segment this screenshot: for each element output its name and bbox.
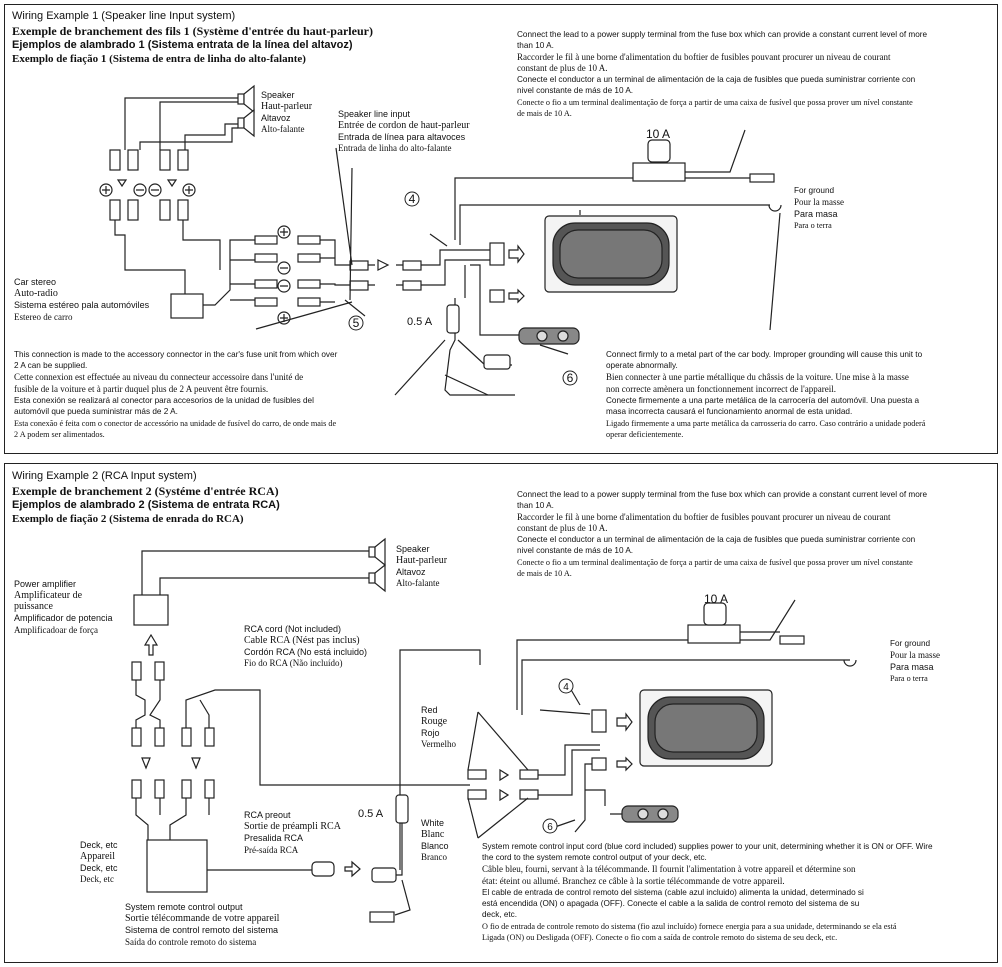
ex2-title-en: Wiring Example 2 (RCA Input system): [12, 470, 197, 482]
ex1-title-pt: Exemplo de fiação 1 (Sistema de entra de…: [12, 53, 306, 65]
ex1-title-es: Ejemplos de alambrado 1 (Sistema entrata…: [12, 39, 353, 51]
ex1-car-stereo-box: [170, 293, 204, 319]
ex1-fuse-05a: [446, 304, 460, 334]
ex2-remote-controller: [621, 805, 679, 823]
ex1-callout-5: 5: [353, 316, 360, 330]
ex2-fuse-10a: [687, 624, 741, 644]
ex1-fuse-10a-label: 10 A: [646, 127, 671, 141]
ex1-amplifier-unit: [544, 215, 678, 293]
ex1-title-fr: Exemple de branchement des fils 1 (Systè…: [12, 24, 373, 38]
ex1-fuse-10a: [632, 162, 686, 182]
ex2-speaker-icon: [368, 537, 386, 593]
wiring-example-1-panel: [4, 4, 998, 454]
ex1-callout-4: 4: [409, 192, 416, 206]
ex2-fuse-05a-label: 0.5 A: [358, 808, 384, 820]
ex2-callout-6: 6: [547, 822, 553, 833]
ex2-title-pt: Exemplo de fiação 2 (Sistema de enrada d…: [12, 513, 244, 525]
ex1-speaker-icon: [237, 84, 255, 138]
ex2-harness-connector: [591, 709, 607, 733]
ex2-callout-4: 4: [563, 682, 569, 693]
ex1-callout-6: 6: [567, 371, 574, 385]
ex2-deck-box: [146, 839, 208, 893]
ex1-fuse-05a-label: 0.5 A: [407, 316, 433, 328]
ex2-title-es: Ejemplos de alambrado 2 (Sistema de entr…: [12, 499, 280, 511]
ex1-harness-connector: [489, 242, 505, 266]
ex2-fuse-05a: [395, 794, 409, 824]
ex1-title-en: Wiring Example 1 (Speaker line Input sys…: [12, 10, 236, 22]
ex2-power-amp-box: [133, 594, 169, 626]
ex2-title-fr: Exemple de branchement 2 (Systéme d'entr…: [12, 484, 279, 498]
ex2-amplifier-unit: [639, 689, 773, 767]
